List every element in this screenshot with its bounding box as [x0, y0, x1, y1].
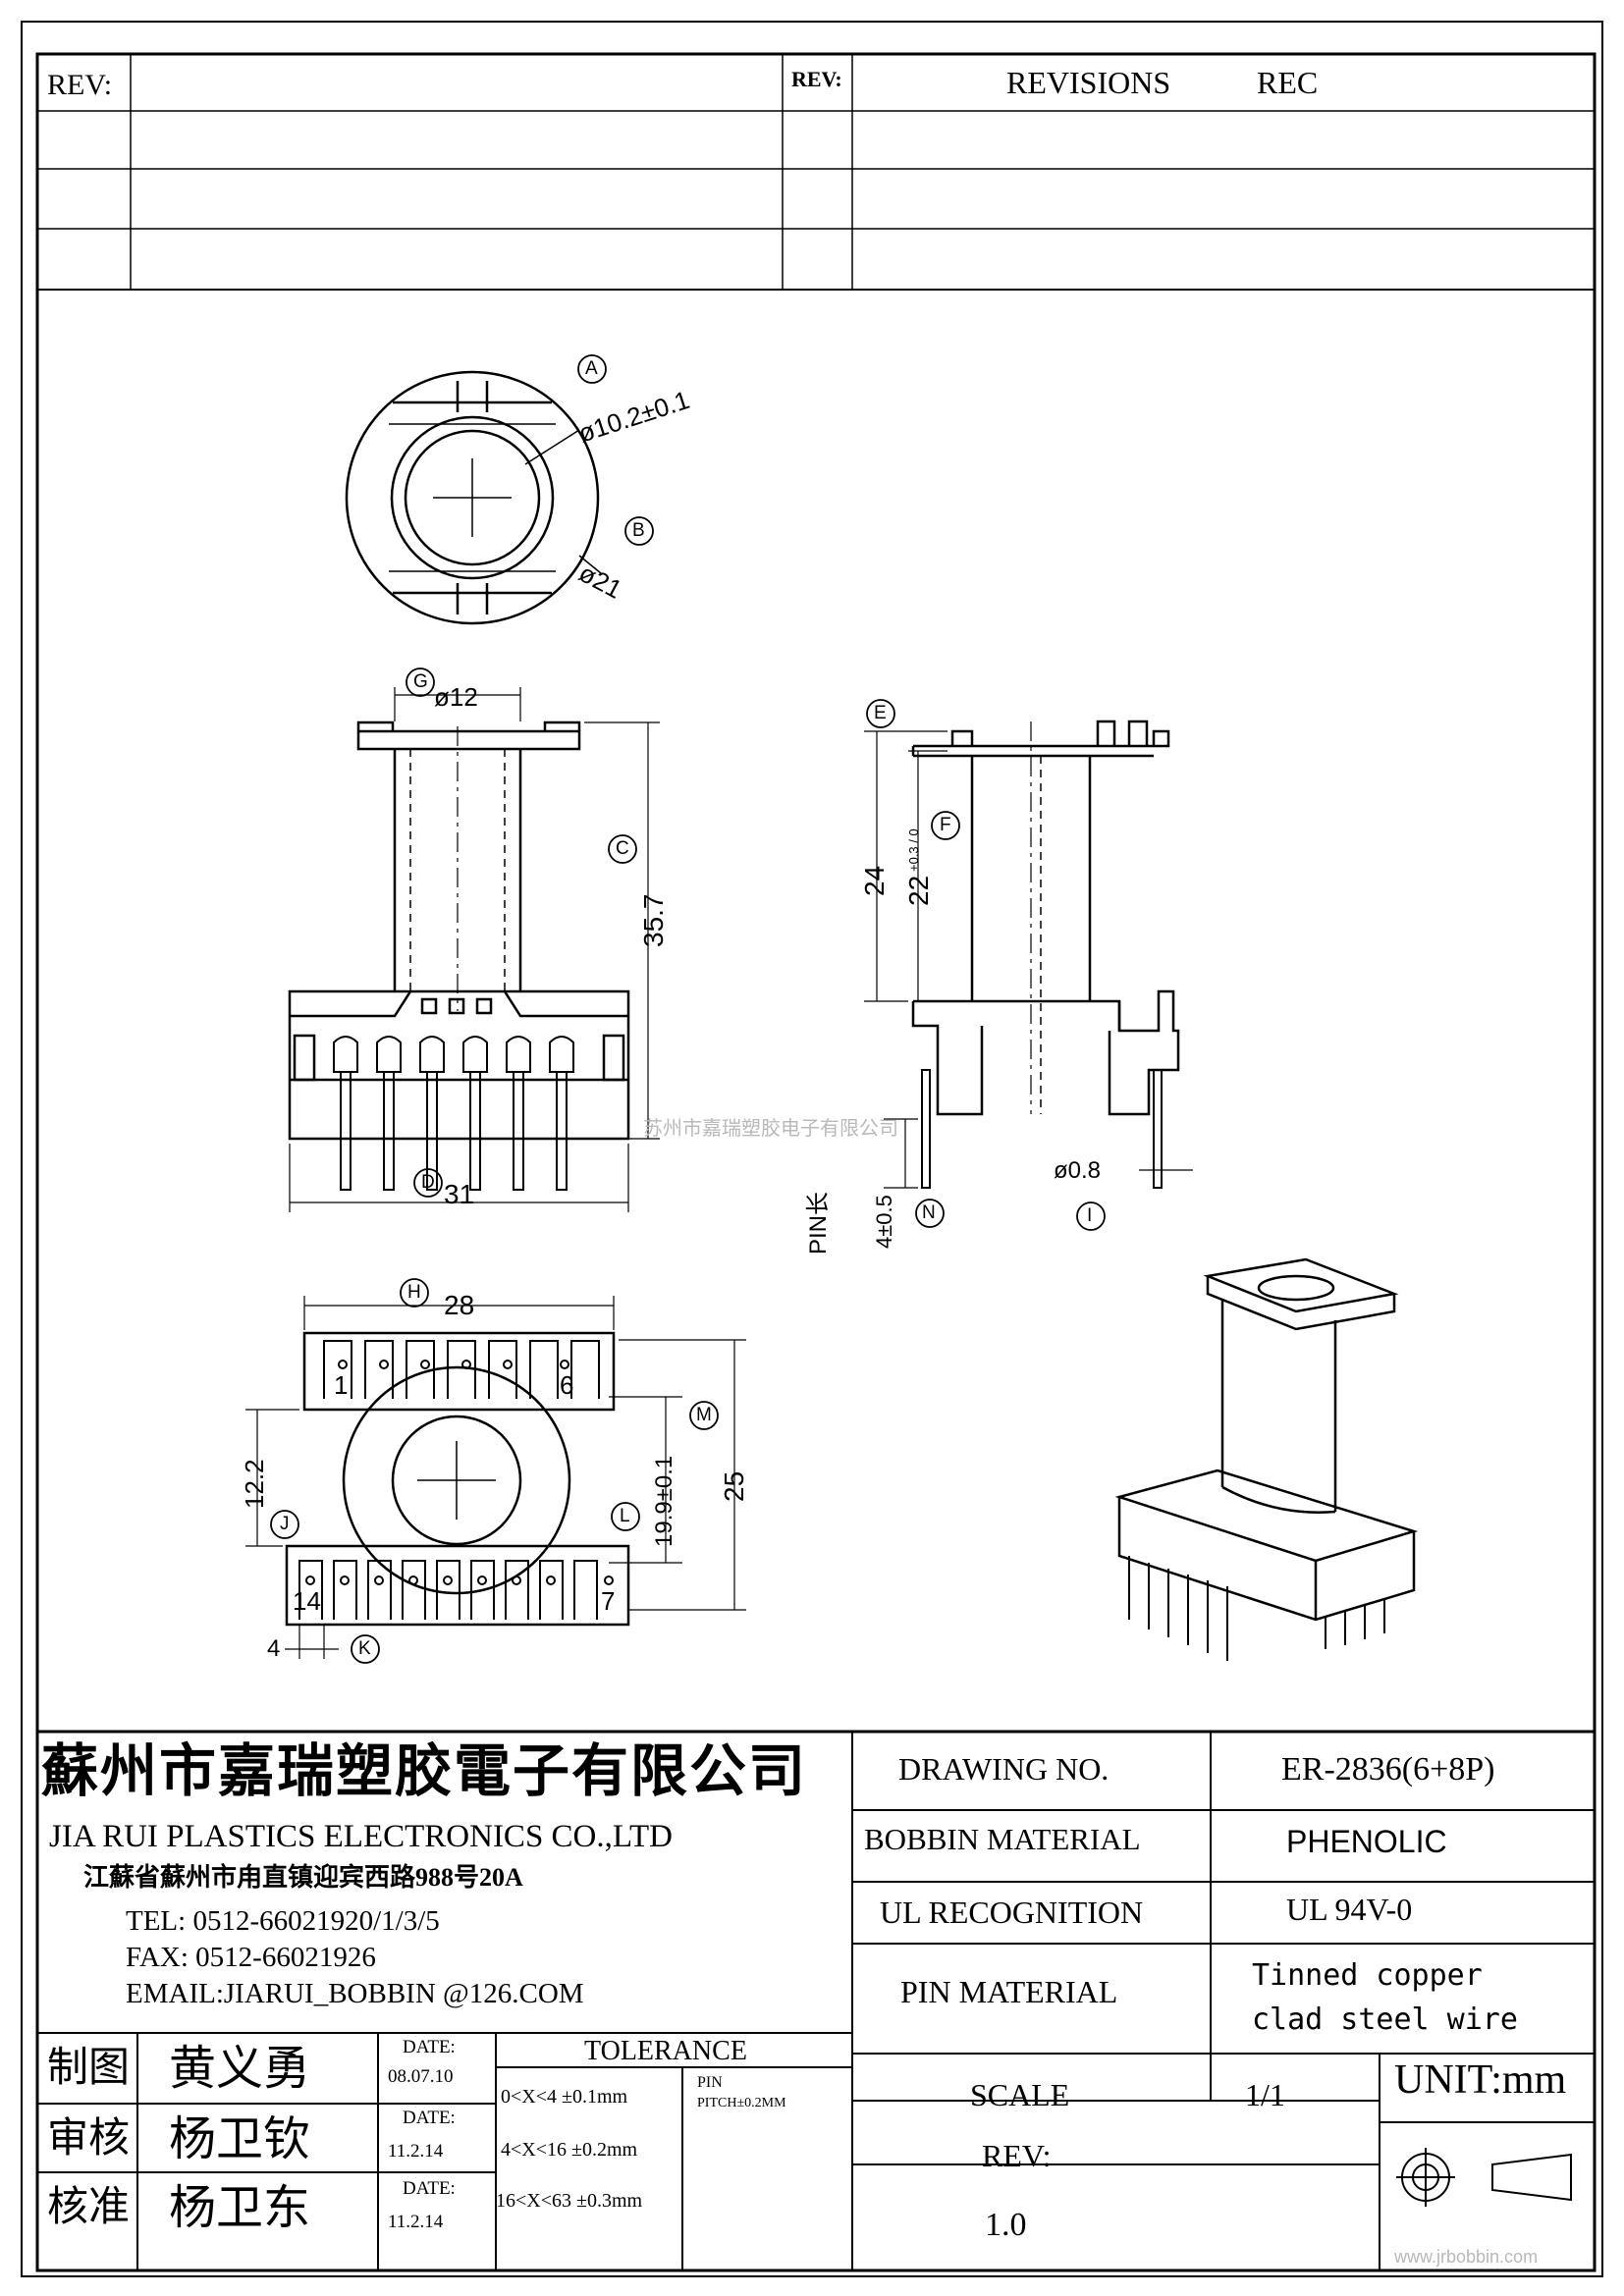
top-view: [345, 370, 602, 625]
dim-width: 31: [444, 1179, 475, 1209]
dim-side-height: 24: [859, 865, 890, 896]
callout-l: L: [620, 1506, 630, 1526]
pin-material-line-1: Tinned copper: [1252, 1958, 1483, 1993]
revision-block: [37, 54, 1595, 291]
dim-side-inner: 22: [903, 875, 934, 906]
signature-date-label-drawn: DATE:: [403, 2037, 456, 2057]
dim-total-height: 25: [719, 1470, 749, 1502]
dim-bottom-width: 28: [444, 1290, 475, 1320]
company-address: 江蘇省蘇州市甪直镇迎宾西路988号20A: [83, 1863, 523, 1892]
company-name-cn: 蘇州市嘉瑞塑胶電子有限公司: [41, 1739, 808, 1803]
signature-date-drawn: 08.07.10: [388, 2066, 454, 2087]
tolerance-row-2: 4<X<16 ±0.2mm: [501, 2139, 638, 2161]
ul-recognition-label: UL RECOGNITION: [880, 1895, 1144, 1930]
pin-number-7: 7: [601, 1586, 616, 1616]
rev-label: REV:: [982, 2138, 1052, 2173]
callout-e: E: [874, 703, 887, 723]
callout-b: B: [632, 520, 645, 541]
pin-material-line-2: clad steel wire: [1252, 2002, 1518, 2037]
signature-date-approved: 11.2.14: [388, 2212, 444, 2232]
callout-g: G: [413, 671, 428, 692]
bobbin-material-value: PHENOLIC: [1286, 1824, 1447, 1859]
callout-k: K: [358, 1638, 371, 1659]
side-view: [864, 720, 1193, 1189]
company-fax: FAX: 0512-66021926: [126, 1942, 376, 1973]
signature-name-checked: 杨卫钦: [169, 2113, 311, 2165]
dim-pin-dia: ø0.8: [1054, 1157, 1102, 1184]
rec-label: REC: [1257, 65, 1319, 100]
pin-number-1: 1: [334, 1370, 349, 1400]
signature-date-label-checked: DATE:: [403, 2108, 456, 2128]
ul-recognition-value: UL 94V-0: [1286, 1892, 1413, 1927]
company-tel: TEL: 0512-66021920/1/3/5: [126, 1905, 440, 1937]
dim-top-flange-dia: ø12: [434, 682, 478, 712]
drawing-no-label: DRAWING NO.: [898, 1751, 1110, 1787]
signature-name-approved: 杨卫东: [169, 2182, 311, 2234]
callout-i: I: [1087, 1205, 1093, 1226]
revisions-label: REVISIONS: [1006, 65, 1171, 100]
rev-label-left: REV:: [47, 69, 113, 101]
callout-n: N: [922, 1202, 936, 1223]
drawing-no-value: ER-2836(6+8P): [1281, 1751, 1495, 1788]
tolerance-row-1: 0<X<4 ±0.1mm: [501, 2086, 628, 2108]
company-email: EMAIL:JIARUI_BOBBIN @126.COM: [126, 1978, 584, 2009]
dim-height: 35.7: [638, 893, 669, 948]
outer-border: [21, 21, 1603, 2277]
scale-value: 1/1: [1245, 2077, 1285, 2112]
company-name-en: JIA RUI PLASTICS ELECTRONICS CO.,LTD: [49, 1819, 674, 1854]
pin-material-label: PIN MATERIAL: [900, 1974, 1118, 2009]
projection-symbol: [1396, 2148, 1572, 2207]
dim-pin-pitch-edge: 4: [267, 1635, 281, 1662]
callout-d: D: [421, 1172, 435, 1193]
callout-a: A: [585, 358, 598, 379]
signature-role-drawn: 制图: [47, 2046, 131, 2091]
bobbin-material-label: BOBBIN MATERIAL: [864, 1822, 1141, 1856]
rev-value: 1.0: [985, 2207, 1027, 2243]
inner-border: [35, 52, 1597, 2272]
scale-label: SCALE: [970, 2077, 1070, 2112]
signature-date-checked: 11.2.14: [388, 2141, 444, 2162]
callout-c: C: [616, 838, 629, 859]
tolerance-title: TOLERANCE: [584, 2036, 747, 2066]
iso-view: [1114, 1257, 1419, 1661]
callout-j: J: [280, 1514, 290, 1534]
signature-role-checked: 审核: [47, 2116, 131, 2162]
watermark-center-text: 苏州市嘉瑞塑胶电子有限公司: [643, 1118, 898, 1140]
signature-date-label-approved: DATE:: [403, 2178, 456, 2199]
dim-inner-height: 19.9±0.1: [651, 1455, 677, 1547]
dim-side-inner-tol: +0.3 / 0: [906, 828, 921, 872]
callout-f: F: [940, 815, 951, 835]
bottom-view: [245, 1296, 746, 1659]
title-block: [37, 1730, 1595, 2270]
rev-label-right: REV:: [791, 67, 842, 91]
tolerance-pin-pitch: PITCH±0.2MM: [697, 2096, 786, 2110]
tolerance-row-3: 16<X<63 ±0.3mm: [496, 2190, 643, 2212]
watermark-url: www.jrbobbin.com: [1394, 2247, 1539, 2267]
dim-pin-len: 4±0.5: [872, 1195, 896, 1249]
callout-h: H: [407, 1282, 421, 1303]
pin-number-6: 6: [560, 1370, 574, 1400]
dim-half-height: 12.2: [240, 1459, 269, 1509]
tolerance-pin-label: PIN: [697, 2074, 723, 2091]
front-view: [288, 687, 660, 1212]
pin-number-14: 14: [293, 1586, 321, 1616]
callout-m: M: [696, 1405, 712, 1425]
callout-circles: [270, 354, 1106, 1664]
signature-role-approved: 核准: [47, 2185, 131, 2230]
unit-label: UNIT:mm: [1394, 2057, 1567, 2103]
dim-pin-len-label: PIN长: [805, 1191, 832, 1255]
signature-name-drawn: 黄义勇: [169, 2043, 311, 2095]
